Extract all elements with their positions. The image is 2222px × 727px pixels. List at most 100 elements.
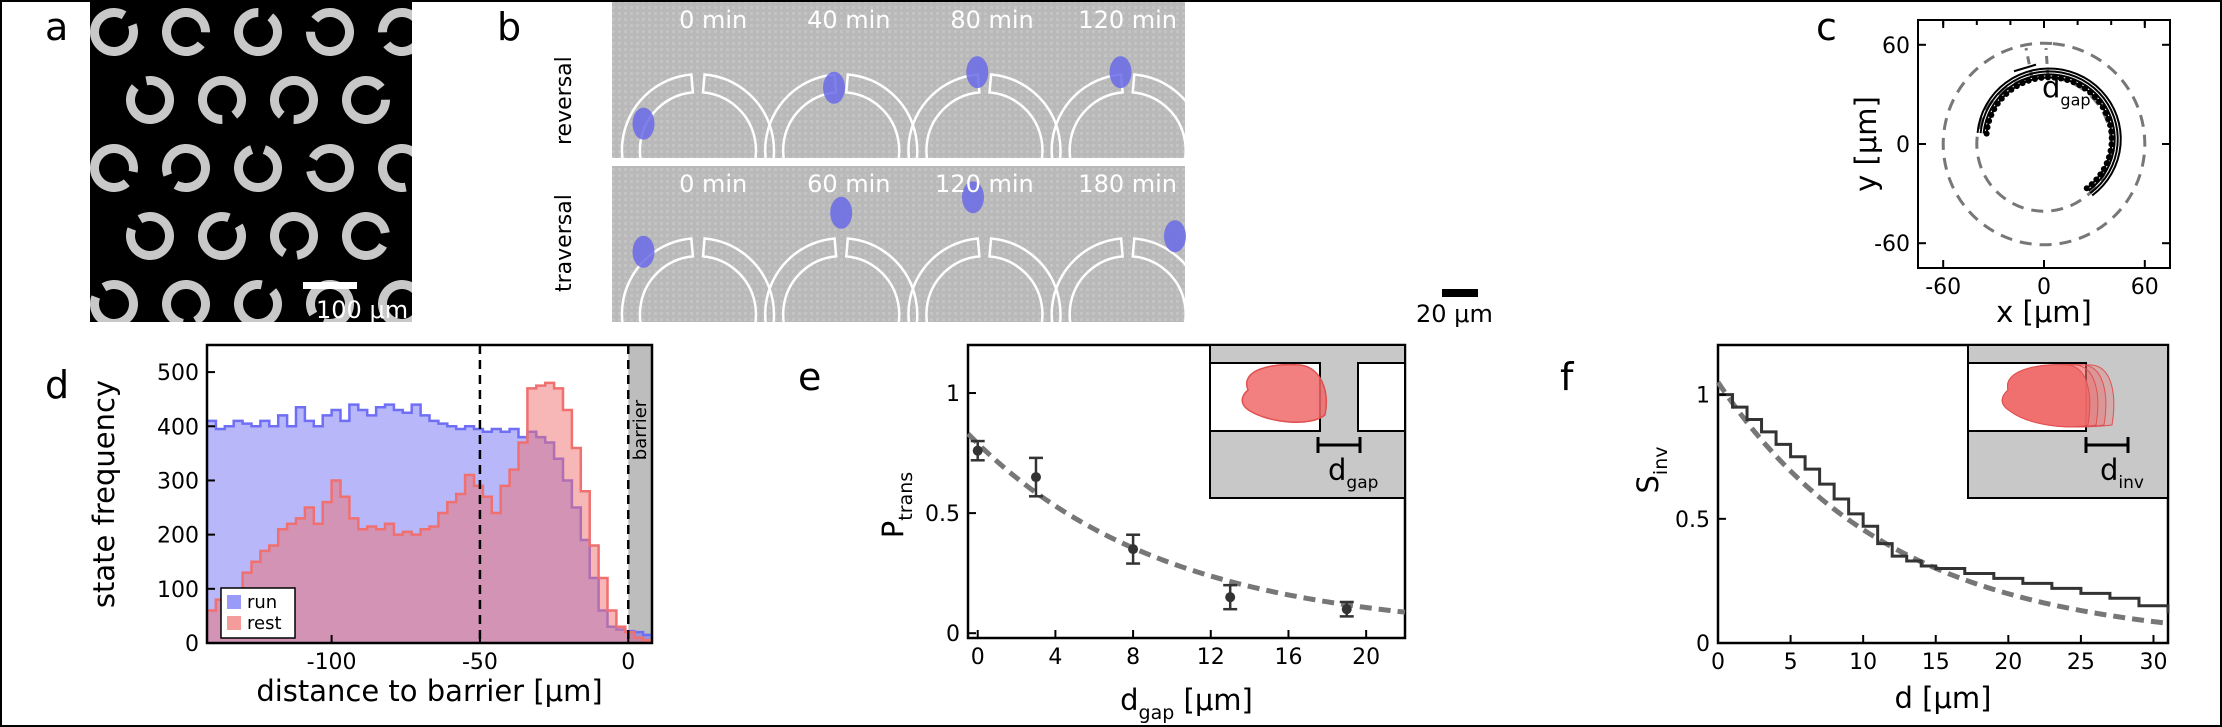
ring-pattern (90, 8, 462, 322)
cell-nucleus (632, 235, 655, 268)
ring (270, 212, 318, 260)
x-axis-label: d [μm] (1895, 681, 1992, 715)
panel-e-label: e (798, 355, 821, 399)
scale-bar-a (303, 282, 357, 289)
ring (126, 211, 175, 260)
time-label: 40 min (807, 6, 890, 34)
scale-bar-b (1442, 289, 1478, 297)
x-axis-label: distance to barrier [μm] (256, 674, 602, 708)
x-tick-label: 15 (1922, 650, 1950, 675)
survival-step (1718, 393, 2170, 614)
time-label: 120 min (935, 170, 1034, 198)
ring (162, 144, 211, 193)
x-tick-label: 16 (1274, 645, 1302, 670)
rings (90, 8, 462, 322)
x-axis-label: dgap [μm] (1120, 683, 1253, 724)
dashed-circle (1941, 41, 2146, 247)
x-tick-label: -60 (1925, 275, 1961, 300)
cell-nucleus (632, 107, 655, 140)
inset-gap: dgap (1209, 344, 1406, 499)
histogram-outline-rest (207, 381, 652, 642)
barrier-label: barrier (630, 399, 651, 460)
panel-d-label: d (45, 363, 69, 407)
ring (341, 76, 390, 125)
ring (162, 8, 210, 57)
ring (270, 76, 318, 124)
trajectory (1976, 67, 2122, 197)
y-tick-label: 200 (157, 524, 199, 549)
ring-outline (701, 237, 776, 384)
ring (126, 76, 174, 124)
data-point (1341, 604, 1352, 615)
y-tick-label: 60 (1882, 34, 1910, 59)
ring (306, 8, 354, 57)
y-tick-label: 100 (157, 578, 199, 603)
x-tick-label: 0 (971, 645, 985, 670)
trajectory (1982, 73, 2116, 192)
y-tick-label: 1 (1696, 384, 1710, 409)
ring-outline (1050, 237, 1125, 389)
data-point (1030, 472, 1041, 483)
data-point (1128, 544, 1139, 555)
trajectory (1979, 70, 2119, 194)
data-point (1225, 592, 1236, 603)
ring (90, 8, 138, 56)
x-tick-label: 10 (1849, 650, 1877, 675)
ring-outline (907, 237, 981, 389)
x-tick-label: -50 (462, 650, 498, 675)
cell-nucleus (961, 181, 984, 214)
plot-frame (205, 343, 654, 645)
time-label: 0 min (679, 170, 747, 198)
row-label-traversal: traversal (552, 194, 577, 292)
inset-gap-label: dgap (1328, 453, 1378, 493)
legend-swatch-rest (227, 616, 241, 630)
plot-frame (1917, 19, 2171, 269)
timelapse-row-traversal (612, 166, 1185, 322)
fit-curve (1715, 380, 2169, 626)
y-tick-label: 0 (1696, 632, 1710, 657)
cell-nucleus (1109, 56, 1132, 89)
inset-channel-right (1357, 362, 1406, 432)
y-tick-label: 0 (185, 632, 199, 657)
y-tick-label: 300 (157, 469, 199, 494)
scale-bar-a-label: 100 μm (316, 296, 408, 324)
ring (234, 280, 282, 322)
panel-c-label: c (1816, 5, 1837, 49)
x-tick-label: 4 (1048, 645, 1062, 670)
time-label: 0 min (679, 6, 747, 34)
x-tick-label: 20 (1994, 650, 2022, 675)
y-tick-label: -60 (1874, 232, 1910, 257)
ring-outline (988, 237, 1062, 384)
time-label: 80 min (950, 6, 1033, 34)
panel-b-label: b (497, 5, 521, 49)
y-axis-label: Sinv (1631, 447, 1672, 494)
ring (306, 280, 354, 322)
time-label: 120 min (1078, 6, 1177, 34)
row-label-reversal: reversal (552, 56, 577, 145)
y-axis-label: Ptrans (876, 472, 917, 538)
time-label: 60 min (807, 170, 890, 198)
y-tick-label: 0 (1896, 133, 1910, 158)
legend-swatch-run (227, 595, 241, 609)
panel-f-label: f (1560, 355, 1575, 399)
x-tick-label: 0 (2037, 275, 2051, 300)
scale-bar-b-label: 20 μm (1416, 300, 1493, 328)
x-tick-label: -100 (307, 650, 357, 675)
gap-label: dgap (2042, 71, 2091, 110)
y-tick-label: 400 (157, 415, 199, 440)
histogram-rest (207, 382, 652, 643)
y-tick-label: 0.5 (1675, 508, 1710, 533)
y-axis-label: y [μm] (1849, 96, 1883, 192)
ring (378, 144, 412, 192)
ring (90, 280, 138, 322)
ring (233, 145, 282, 192)
ring (90, 144, 138, 192)
ring (414, 76, 462, 124)
x-tick-label: 60 (2131, 275, 2159, 300)
inset-invasion: dinv (1967, 344, 2169, 499)
ring (378, 8, 412, 56)
